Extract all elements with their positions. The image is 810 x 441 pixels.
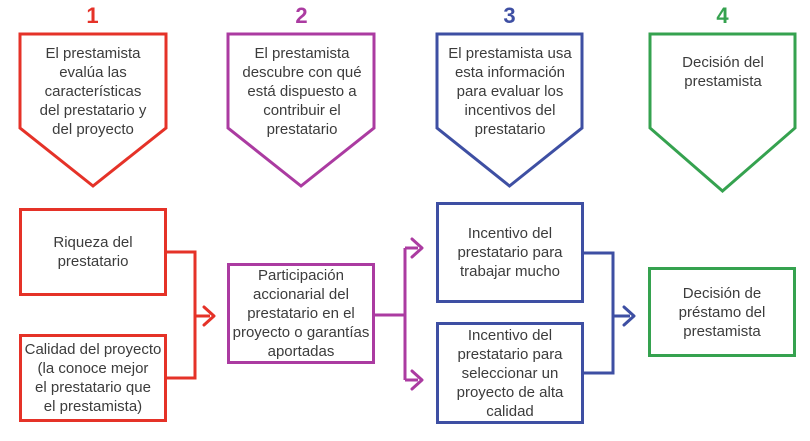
magenta-lower-arrowhead-icon — [410, 369, 424, 391]
box-calidad-proyecto: Calidad del proyecto (la conoce mejor el… — [19, 334, 167, 422]
box-incentivo-trabajar-label: Incentivo del prestatario para trabajar … — [457, 225, 563, 280]
blue-arrowhead-icon — [622, 305, 636, 327]
step-2-label: El prestamista descubre con qué está dis… — [242, 45, 362, 138]
box-calidad-proyecto-label: Calidad del proyecto (la conoce mejor el… — [24, 341, 162, 415]
step-4-number: 4 — [716, 3, 729, 28]
box-incentivo-seleccionar: Incentivo del prestatario para seleccion… — [436, 322, 584, 424]
step-4-banner-shape — [648, 32, 797, 193]
red-arrowhead-icon — [202, 305, 216, 327]
step-1-banner-shape — [18, 32, 168, 188]
step-2-banner-shape — [226, 32, 376, 188]
blue-incentives-merge-connector — [584, 251, 615, 375]
step-1-label: El prestamista evalúa las característica… — [39, 45, 147, 138]
box-decision-prestamo: Decisión de préstamo del prestamista — [648, 267, 796, 357]
box-incentivo-seleccionar-label: Incentivo del prestatario para seleccion… — [456, 326, 564, 420]
box-riqueza-prestatario: Riqueza del prestatario — [19, 208, 167, 296]
box-participacion-accionarial: Participación accionarial del prestatari… — [227, 263, 375, 364]
step-3-banner-shape — [435, 32, 584, 188]
box-participacion-accionarial-label: Participación accionarial del prestatari… — [232, 267, 370, 360]
box-riqueza-prestatario-label: Riqueza del prestatario — [53, 234, 133, 270]
box-decision-prestamo-label: Decisión de préstamo del prestamista — [678, 284, 766, 340]
step-1-number: 1 — [86, 3, 99, 28]
step-3-number: 3 — [503, 3, 516, 28]
step-4-label: Decisión del prestamista — [682, 54, 764, 90]
step-3-label: El prestamista usa esta información para… — [448, 45, 572, 138]
box-incentivo-trabajar: Incentivo del prestatario para trabajar … — [436, 202, 584, 303]
magenta-upper-arrowhead-icon — [410, 237, 424, 259]
step-2-number: 2 — [295, 3, 308, 28]
red-inputs-merge-connector — [167, 250, 197, 380]
